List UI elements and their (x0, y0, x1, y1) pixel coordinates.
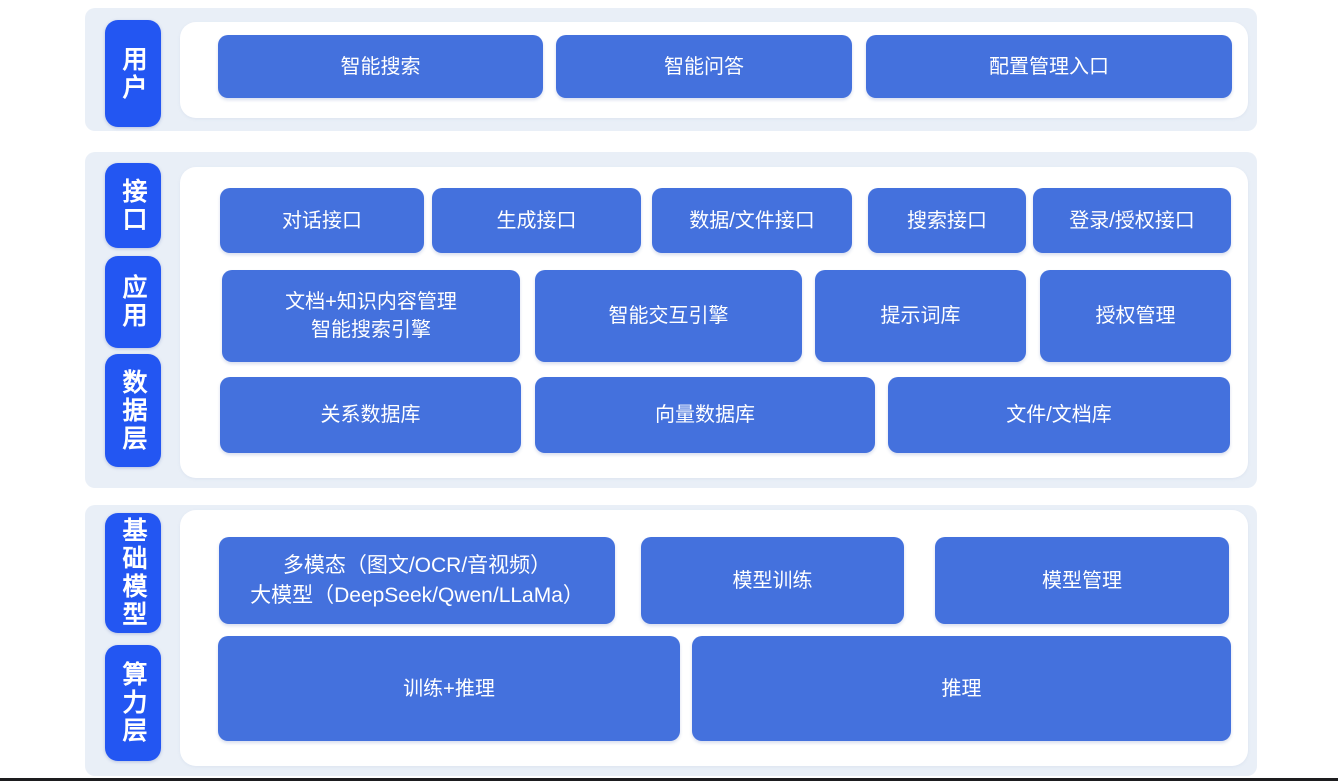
bottom-divider-line (0, 778, 1338, 781)
search-api-card: 搜索接口 (868, 188, 1026, 253)
generation-api-card: 生成接口 (432, 188, 641, 253)
layer-label-user: 用户 (105, 20, 161, 127)
config-management-entry-card: 配置管理入口 (866, 35, 1232, 98)
multimodal-llm-card: 多模态（图文/OCR/音视频） 大模型（DeepSeek/Qwen/LLaMa） (219, 537, 615, 624)
relational-db-card: 关系数据库 (220, 377, 521, 453)
training-inference-card: 训练+推理 (218, 636, 680, 741)
file-document-db-card: 文件/文档库 (888, 377, 1230, 453)
vector-db-card: 向量数据库 (535, 377, 875, 453)
model-management-card: 模型管理 (935, 537, 1229, 624)
layer-label-compute: 算力层 (105, 645, 161, 761)
inference-card: 推理 (692, 636, 1231, 741)
layer-label-application: 应用 (105, 256, 161, 348)
smart-search-card: 智能搜索 (218, 35, 543, 98)
data-file-api-card: 数据/文件接口 (652, 188, 852, 253)
login-auth-api-card: 登录/授权接口 (1033, 188, 1231, 253)
layer-label-foundation-model: 基础模型 (105, 513, 161, 633)
smart-qa-card: 智能问答 (556, 35, 852, 98)
doc-knowledge-search-engine-card: 文档+知识内容管理 智能搜索引擎 (222, 270, 520, 362)
model-training-card: 模型训练 (641, 537, 904, 624)
auth-management-card: 授权管理 (1040, 270, 1231, 362)
layer-label-data: 数据层 (105, 354, 161, 467)
layer-label-interface: 接口 (105, 163, 161, 248)
prompt-library-card: 提示词库 (815, 270, 1026, 362)
interaction-engine-card: 智能交互引擎 (535, 270, 802, 362)
dialog-api-card: 对话接口 (220, 188, 424, 253)
